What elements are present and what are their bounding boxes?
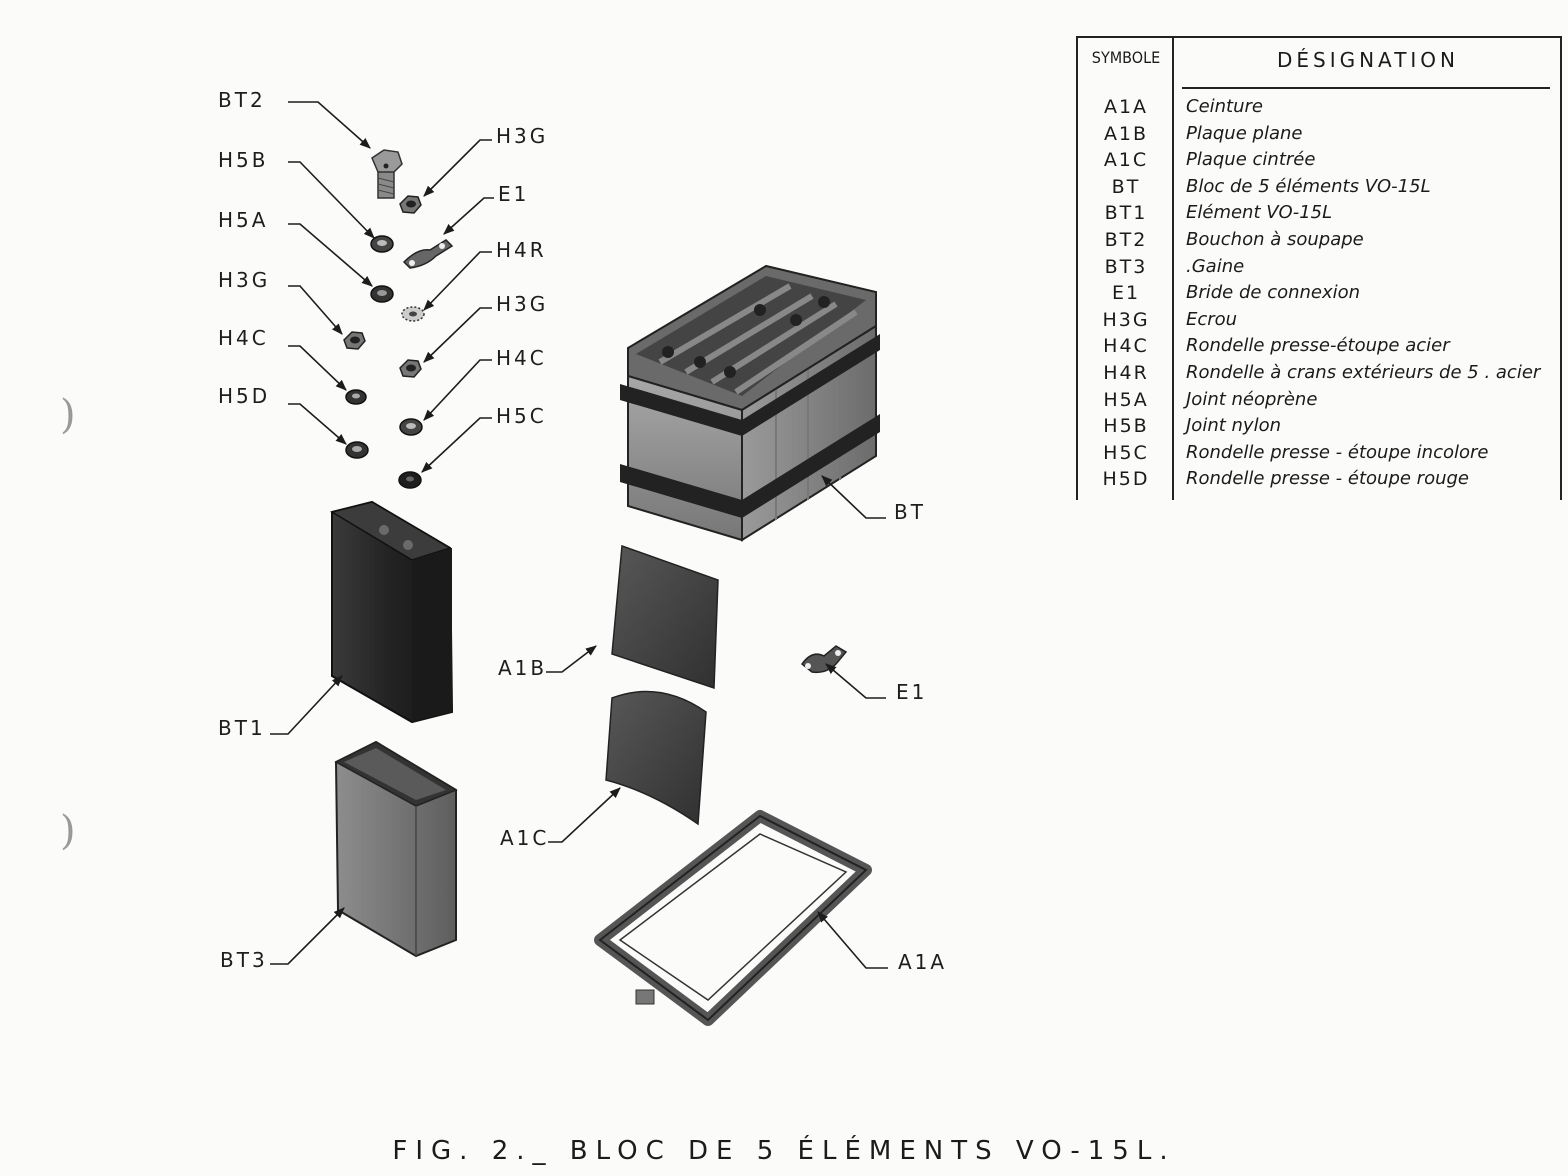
nut-h3g-1 bbox=[399, 195, 422, 214]
plate-a1b bbox=[611, 544, 719, 690]
callout-e1-top: E1 bbox=[498, 182, 530, 206]
callout-h5c: H5C bbox=[496, 404, 547, 428]
legend-row-designation: Joint nylon bbox=[1186, 415, 1281, 437]
washer-h5d bbox=[345, 441, 369, 459]
legend-row-symbol: BT2 bbox=[1104, 229, 1148, 251]
legend-row-designation: Rondelle presse - étoupe rouge bbox=[1186, 468, 1469, 490]
callout-h3g-left: H3G bbox=[218, 268, 271, 292]
legend-left-border bbox=[1076, 36, 1078, 500]
callout-a1c: A1C bbox=[500, 826, 550, 850]
legend-header-designation: DÉSIGNATION bbox=[1276, 48, 1460, 72]
legend-row-symbol: H5D bbox=[1102, 468, 1150, 491]
callout-bt1: BT1 bbox=[218, 716, 266, 740]
strap-e1 bbox=[800, 645, 848, 674]
legend-row-symbol: H4R bbox=[1103, 362, 1149, 384]
legend-row-symbol: H5B bbox=[1103, 415, 1149, 438]
callout-h4r: H4R bbox=[496, 238, 547, 262]
washer-h4c-2 bbox=[399, 418, 423, 436]
callout-h4c-right: H4C bbox=[496, 346, 547, 370]
washer-h5c bbox=[398, 471, 422, 489]
nut-h3g-2 bbox=[343, 331, 366, 350]
binding-mark-lower: ) bbox=[60, 808, 76, 854]
strap-e1-small bbox=[402, 239, 454, 269]
callout-h4c-left: H4C bbox=[218, 326, 269, 350]
legend-row-designation: Rondelle presse-étoupe acier bbox=[1186, 335, 1450, 357]
joint-h5b bbox=[370, 235, 394, 253]
callout-e1: E1 bbox=[896, 680, 928, 704]
legend-row-symbol: BT1 bbox=[1104, 202, 1148, 225]
legend-header-rule bbox=[1182, 87, 1550, 89]
legend-row-symbol: BT3 bbox=[1104, 255, 1148, 278]
legend-row-designation: Joint néoprène bbox=[1186, 388, 1318, 410]
callout-bt3: BT3 bbox=[220, 948, 268, 972]
legend-row-symbol: BT bbox=[1111, 175, 1141, 198]
nut-h3g-3 bbox=[399, 359, 422, 378]
binding-mark-upper: ) bbox=[60, 392, 76, 438]
joint-h5a bbox=[370, 285, 394, 303]
legend-row-designation: .Gaine bbox=[1186, 255, 1245, 277]
callout-h5a: H5A bbox=[218, 208, 269, 232]
callout-h3g-top: H3G bbox=[496, 124, 549, 148]
battery-block-bt bbox=[620, 264, 880, 542]
legend-row-symbol: H5A bbox=[1103, 388, 1149, 411]
valve-plug-bt2 bbox=[371, 149, 403, 199]
legend-header-symbol: SYMBOLE bbox=[1091, 48, 1161, 67]
legend-right-border bbox=[1560, 36, 1562, 500]
legend-row-symbol: H3G bbox=[1102, 308, 1150, 331]
callout-h5d: H5D bbox=[218, 384, 271, 408]
washer-h4r bbox=[401, 306, 425, 322]
legend-row-symbol: H4C bbox=[1103, 335, 1149, 358]
figure-caption: FIG. 2._ BLOC DE 5 ÉLÉMENTS VO-15L. bbox=[392, 1136, 1176, 1166]
legend-row-designation: Ceinture bbox=[1186, 96, 1263, 117]
legend-row-symbol: A1C bbox=[1103, 149, 1149, 172]
callout-a1b: A1B bbox=[498, 656, 548, 680]
legend-row-designation: Plaque plane bbox=[1186, 122, 1303, 144]
callout-bt2: BT2 bbox=[218, 88, 266, 112]
callout-a1a: A1A bbox=[898, 950, 948, 974]
legend-row-designation: Elément VO-15L bbox=[1186, 202, 1333, 224]
legend-row-designation: Rondelle à crans extérieurs de 5 . acier bbox=[1186, 362, 1541, 383]
legend-row-symbol: A1A bbox=[1103, 96, 1149, 118]
cell-bt1 bbox=[330, 500, 454, 724]
legend-row-designation: Rondelle presse - étoupe incolore bbox=[1186, 441, 1489, 463]
callout-h5b: H5B bbox=[218, 148, 269, 172]
legend-row-designation: Plaque cintrée bbox=[1186, 149, 1316, 171]
legend-column-divider bbox=[1172, 36, 1174, 500]
washer-h4c-1 bbox=[345, 389, 367, 405]
legend-row-symbol: H5C bbox=[1103, 441, 1149, 464]
callout-h3g-mid: H3G bbox=[496, 292, 549, 316]
legend-top-border bbox=[1076, 36, 1562, 38]
legend-row-symbol: A1B bbox=[1103, 122, 1149, 145]
callout-bt: BT bbox=[894, 500, 926, 524]
legend-row-designation: Bloc de 5 éléments VO-15L bbox=[1186, 175, 1431, 197]
legend-row-symbol: E1 bbox=[1111, 282, 1141, 305]
legend-row-designation: Ecrou bbox=[1186, 308, 1238, 330]
frame-a1a bbox=[594, 810, 872, 1026]
legend-row-designation: Bouchon à soupape bbox=[1186, 229, 1364, 250]
plate-a1c bbox=[605, 690, 707, 826]
sleeve-bt3 bbox=[334, 740, 458, 958]
legend-row-designation: Bride de connexion bbox=[1186, 282, 1361, 304]
